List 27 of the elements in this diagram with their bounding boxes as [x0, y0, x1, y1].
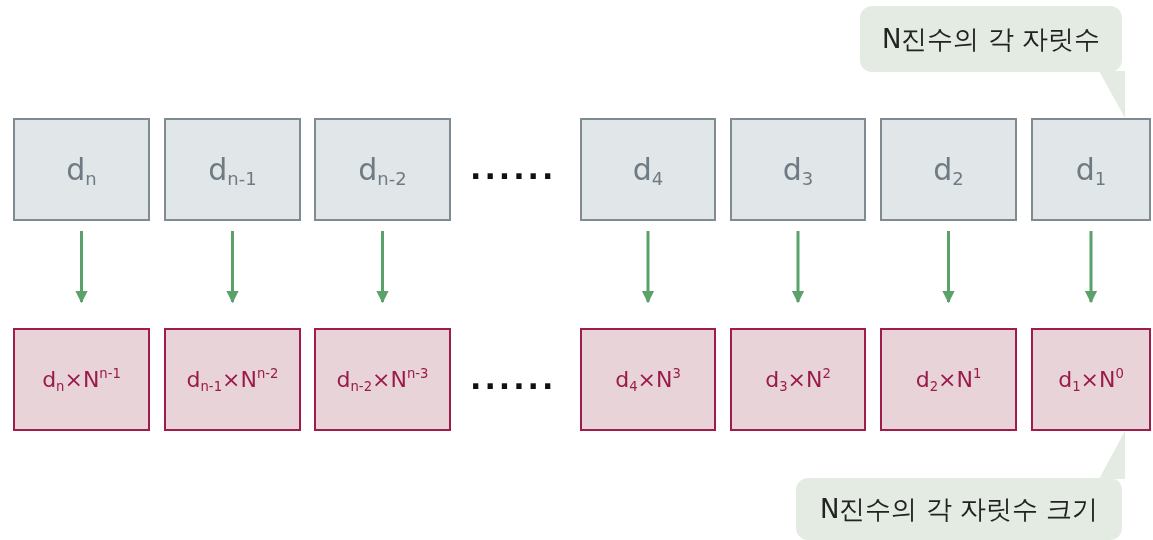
ellipsis-dots: ...... [470, 364, 557, 394]
digit-box: d$_{4}$ [580, 118, 716, 221]
arrow [942, 231, 955, 304]
weight-box: d$_{1}$×N$^{0}$ [1031, 328, 1151, 431]
weight-box: d$_{n-2}$×N$^{n-3}$ [314, 328, 451, 431]
digit-box: d$_{n-2}$ [314, 118, 451, 221]
ellipsis-dots: ...... [470, 154, 557, 184]
weight-box: d$_{4}$×N$^{3}$ [580, 328, 716, 431]
weight-box: d$_{n}$×N$^{n-1}$ [13, 328, 150, 431]
digit-box: d$_{2}$ [880, 118, 1017, 221]
callout-tail [1099, 71, 1125, 118]
weight-box: d$_{3}$×N$^{2}$ [730, 328, 866, 431]
weight-box: d$_{n-1}$×N$^{n-2}$ [164, 328, 301, 431]
arrow [226, 231, 239, 304]
digit-box: d$_{1}$ [1031, 118, 1151, 221]
speech-bubble: N진수의 각 자릿수 크기 [796, 478, 1122, 540]
arrow [75, 231, 88, 304]
digit-box: d$_{3}$ [730, 118, 866, 221]
arrow [376, 231, 389, 304]
digit-box: d$_{n-1}$ [164, 118, 301, 221]
arrow [1084, 231, 1098, 304]
speech-bubble: N진수의 각 자릿수 [860, 6, 1122, 72]
digit-box: d$_{n}$ [13, 118, 150, 221]
weight-box: d$_{2}$×N$^{1}$ [880, 328, 1017, 431]
callout-tail [1099, 431, 1125, 479]
arrow [791, 231, 805, 304]
arrow [641, 231, 655, 304]
